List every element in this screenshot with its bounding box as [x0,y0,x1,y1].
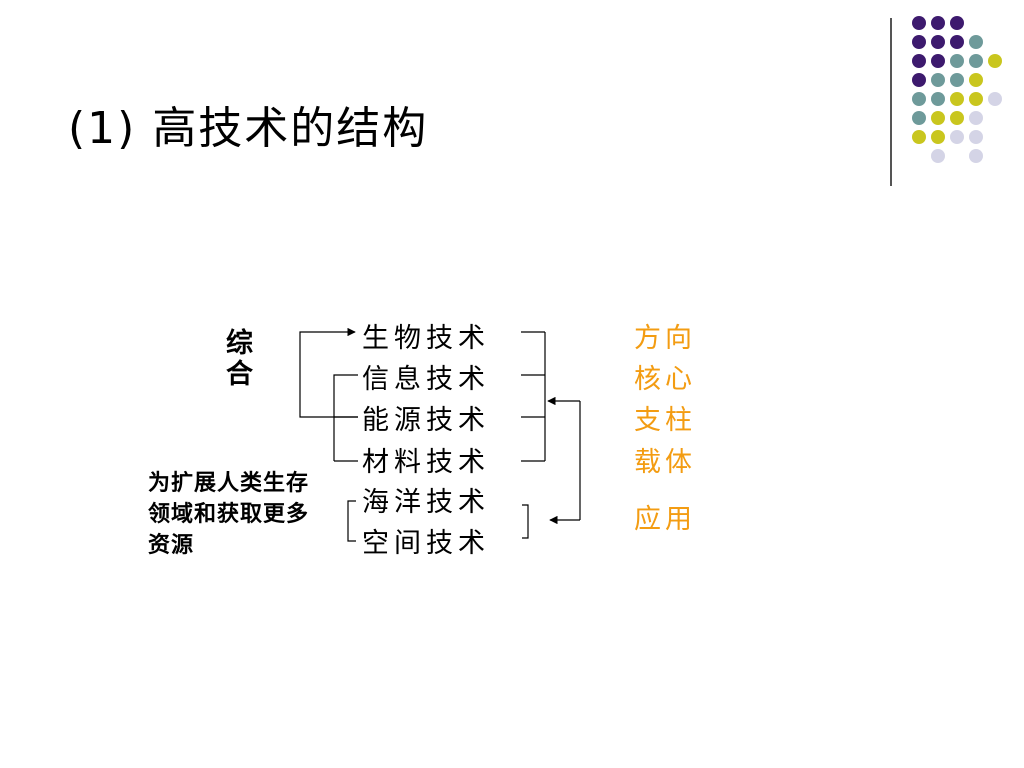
role-core: 核心 [634,364,696,395]
decorative-dot [912,54,926,68]
title-divider [890,18,892,186]
decorative-dot [988,54,1002,68]
decorative-dot [950,92,964,106]
tech-materials: 材料技术 [362,447,490,478]
decorative-dot [931,111,945,125]
decorative-dot [931,149,945,163]
core-tech-bracket [521,331,546,462]
integration-bracket [299,327,358,462]
decorative-dot [950,35,964,49]
role-carrier: 载体 [634,447,696,478]
purpose-description: 为扩展人类生存领域和获取更多资源 [148,470,310,558]
role-application: 应用 [634,504,696,535]
decorative-dot [969,130,983,144]
decorative-dot [931,16,945,30]
tech-information: 信息技术 [362,364,490,395]
decorative-dot [950,54,964,68]
role-direction: 方向 [634,323,696,354]
decorative-dot [931,130,945,144]
decorative-dot [912,111,926,125]
decorative-dot [969,73,983,87]
decorative-dot [931,73,945,87]
decorative-dot [969,35,983,49]
decorative-dot [912,92,926,106]
decorative-dot [969,149,983,163]
tech-space: 空间技术 [362,528,490,559]
decorative-dot [931,54,945,68]
feedback-arrows [547,396,581,525]
decorative-dot [950,73,964,87]
application-brackets [347,500,529,542]
decorative-dot [969,92,983,106]
decorative-dot [912,35,926,49]
decorative-dot [931,35,945,49]
tech-ocean: 海洋技术 [362,487,490,518]
decorative-dot [950,16,964,30]
decorative-dot [950,130,964,144]
slide-title: (1) 高技术的结构 [68,103,429,154]
tech-energy: 能源技术 [362,405,490,436]
decorative-dot [950,111,964,125]
decorative-dot-grid [0,0,1024,200]
decorative-dot [969,54,983,68]
decorative-dot [912,73,926,87]
decorative-dot [912,16,926,30]
decorative-dot [912,130,926,144]
decorative-dot [931,92,945,106]
integration-label: 综合 [221,328,252,390]
decorative-dot [988,92,1002,106]
role-pillar: 支柱 [634,405,696,436]
tech-biology: 生物技术 [362,323,490,354]
decorative-dot [969,111,983,125]
